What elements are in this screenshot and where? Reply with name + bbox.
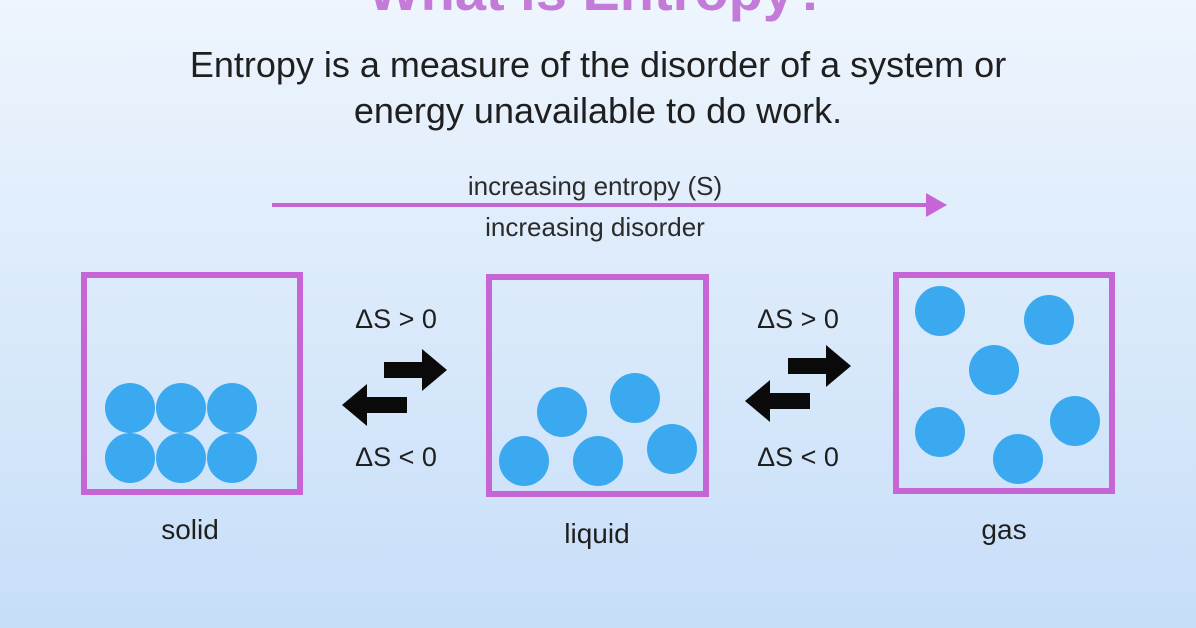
- solid-particle: [156, 383, 206, 433]
- disorder-arrow-label: increasing disorder: [485, 212, 705, 242]
- liquid-particle: [573, 436, 623, 486]
- state-label-gas: gas: [981, 514, 1027, 545]
- solid-liquid-arrows: [342, 349, 447, 426]
- liquid-particles: [499, 373, 697, 486]
- solid-container: [81, 272, 303, 495]
- entropy-arrow-head: [926, 193, 947, 217]
- delta-s-negative-label: ΔS < 0: [355, 442, 437, 472]
- gas-particle: [1024, 295, 1074, 345]
- state-label-solid: solid: [161, 514, 219, 545]
- state-label-liquid: liquid: [564, 518, 630, 549]
- liquid-particle: [647, 424, 697, 474]
- gas-container: [893, 272, 1115, 494]
- liquid-container: [486, 274, 709, 497]
- gas-particle: [915, 407, 965, 457]
- right-arrow-icon: [384, 349, 447, 391]
- gas-particle: [1050, 396, 1100, 446]
- liquid-particle: [610, 373, 660, 423]
- solid-particle: [207, 383, 257, 433]
- entropy-arrow-label: increasing entropy (S): [467, 171, 723, 201]
- right-arrow-icon: [788, 345, 851, 387]
- solid-particle: [105, 433, 155, 483]
- solid-particle: [156, 433, 206, 483]
- left-arrow-icon: [745, 380, 810, 422]
- definition-line-1: Entropy is a measure of the disorder of …: [189, 44, 1007, 85]
- page-title: What is Entropy?: [0, 0, 1196, 23]
- delta-s-positive-label: ΔS > 0: [757, 304, 839, 334]
- delta-s-positive-label: ΔS > 0: [355, 304, 437, 334]
- liquid-particle: [499, 436, 549, 486]
- gas-particle: [993, 434, 1043, 484]
- definition-line-2: energy unavailable to do work.: [353, 90, 843, 131]
- solid-particle: [207, 433, 257, 483]
- liquid-gas-arrows: [745, 345, 851, 422]
- liquid-particle: [537, 387, 587, 437]
- gas-particle: [969, 345, 1019, 395]
- left-arrow-icon: [342, 384, 407, 426]
- delta-s-negative-label: ΔS < 0: [757, 442, 839, 472]
- solid-particles: [105, 383, 257, 483]
- gas-particles: [915, 286, 1100, 484]
- gas-particle: [915, 286, 965, 336]
- solid-particle: [105, 383, 155, 433]
